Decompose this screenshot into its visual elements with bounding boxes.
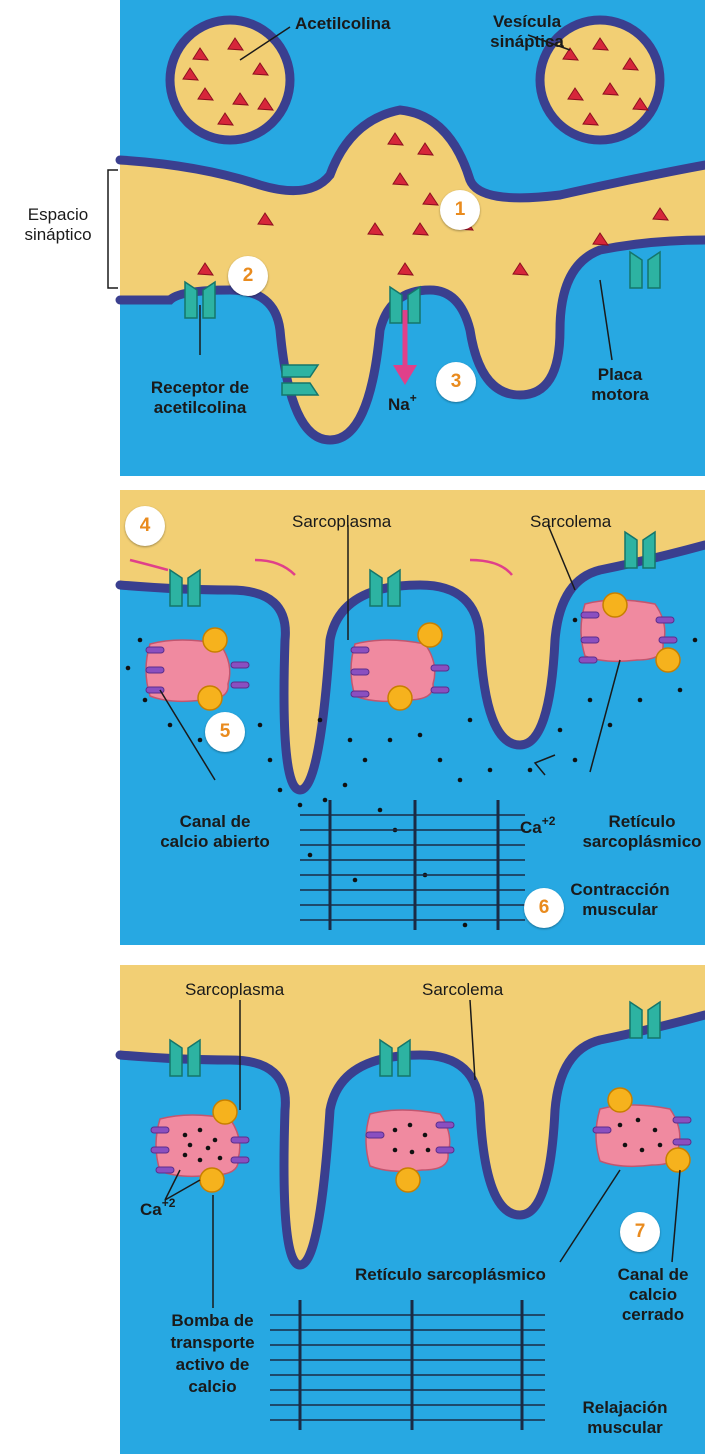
sarcomere-relaxed — [270, 1298, 545, 1432]
label-bomba-line3: activo de — [175, 1355, 250, 1374]
label-vesicula-sinaptica: Vesícula sináptica — [482, 12, 572, 52]
label-bomba-line4: calcio — [188, 1377, 237, 1396]
label-relajacion-line1: Relajación — [582, 1398, 668, 1417]
label-acetilcolina: Acetilcolina — [295, 14, 391, 33]
label-reticulo-2: Retículo sarcoplásmico — [582, 812, 702, 852]
label-receptor-line2: acetilcolina — [153, 398, 247, 417]
panel3-leader-lines — [164, 999, 681, 1308]
label-canal-abierto: Canal de calcio abierto — [150, 812, 280, 852]
presynaptic-membrane — [115, 105, 705, 203]
label-canal-cerrado-line3: cerrado — [621, 1305, 685, 1324]
panel2-leader-lines — [159, 524, 621, 781]
panel-synapse — [107, 0, 705, 476]
step-7-badge: 7 — [620, 1212, 660, 1252]
label-ca-3: Ca+2 — [140, 1196, 176, 1219]
panel1-leader-lines — [107, 26, 613, 361]
label-vesicula-line1: Vesícula — [492, 12, 562, 31]
label-relajacion: Relajación muscular — [575, 1398, 675, 1438]
label-placa-line1: Placa — [597, 365, 643, 384]
label-canal-cerrado: Canal de calcio cerrado — [608, 1265, 698, 1325]
label-placa-line2: motora — [591, 385, 649, 404]
calcium-ions-panel2 — [125, 617, 698, 928]
label-placa-motora: Placa motora — [575, 365, 665, 405]
label-relajacion-line2: muscular — [587, 1418, 663, 1437]
panel-contraction — [115, 490, 705, 945]
step-1-badge: 1 — [440, 190, 480, 230]
sodium-influx-arrow — [393, 310, 417, 385]
label-sarcoplasma-3: Sarcoplasma — [185, 980, 285, 999]
label-sarcoplasma-2: Sarcoplasma — [292, 512, 392, 531]
panel-relaxation — [115, 965, 705, 1454]
label-canal-cerrado-line2: calcio — [628, 1285, 678, 1304]
label-reticulo-2-line2: sarcoplásmico — [582, 832, 702, 851]
label-receptor-line1: Receptor de — [150, 378, 250, 397]
label-bomba-line1: Bomba de — [171, 1311, 254, 1330]
flow-arrows-panel2 — [129, 558, 513, 576]
label-reticulo-3: Retículo sarcoplásmico — [355, 1265, 546, 1284]
sarcomere-contracted — [300, 798, 525, 932]
step-3-badge: 3 — [436, 362, 476, 402]
calcium-ions-panel3 — [182, 1117, 663, 1163]
postsynaptic-membrane — [115, 235, 705, 445]
label-ca-2: Ca+2 — [520, 814, 556, 837]
label-na: Na+ — [388, 391, 417, 414]
label-bomba-transporte: Bomba de transporte activo de calcio — [150, 1310, 275, 1398]
label-espacio-sinaptico: Espacio sináptico — [10, 205, 106, 245]
label-sarcolema-3: Sarcolema — [422, 980, 504, 999]
label-canal-cerrado-line1: Canal de — [617, 1265, 689, 1284]
label-bomba-line2: transporte — [170, 1333, 255, 1352]
label-espacio-line2: sináptico — [24, 225, 92, 244]
label-vesicula-line2: sináptica — [490, 32, 564, 51]
label-canal-abierto-line1: Canal de — [179, 812, 251, 831]
label-contraccion-line1: Contracción — [570, 880, 670, 899]
label-receptor-acetilcolina: Receptor de acetilcolina — [130, 378, 270, 418]
sarcolemma-contraction — [115, 540, 705, 795]
label-espacio-line1: Espacio — [27, 205, 89, 224]
label-canal-abierto-line2: calcio abierto — [160, 832, 270, 851]
label-contraccion: Contracción muscular — [565, 880, 675, 920]
step-2-badge: 2 — [228, 256, 268, 296]
step-4-badge: 4 — [125, 506, 165, 546]
label-reticulo-2-line1: Retículo — [608, 812, 676, 831]
label-contraccion-line2: muscular — [582, 900, 658, 919]
label-sarcolema-2: Sarcolema — [530, 512, 612, 531]
step-5-badge: 5 — [205, 712, 245, 752]
step-6-badge: 6 — [524, 888, 564, 928]
